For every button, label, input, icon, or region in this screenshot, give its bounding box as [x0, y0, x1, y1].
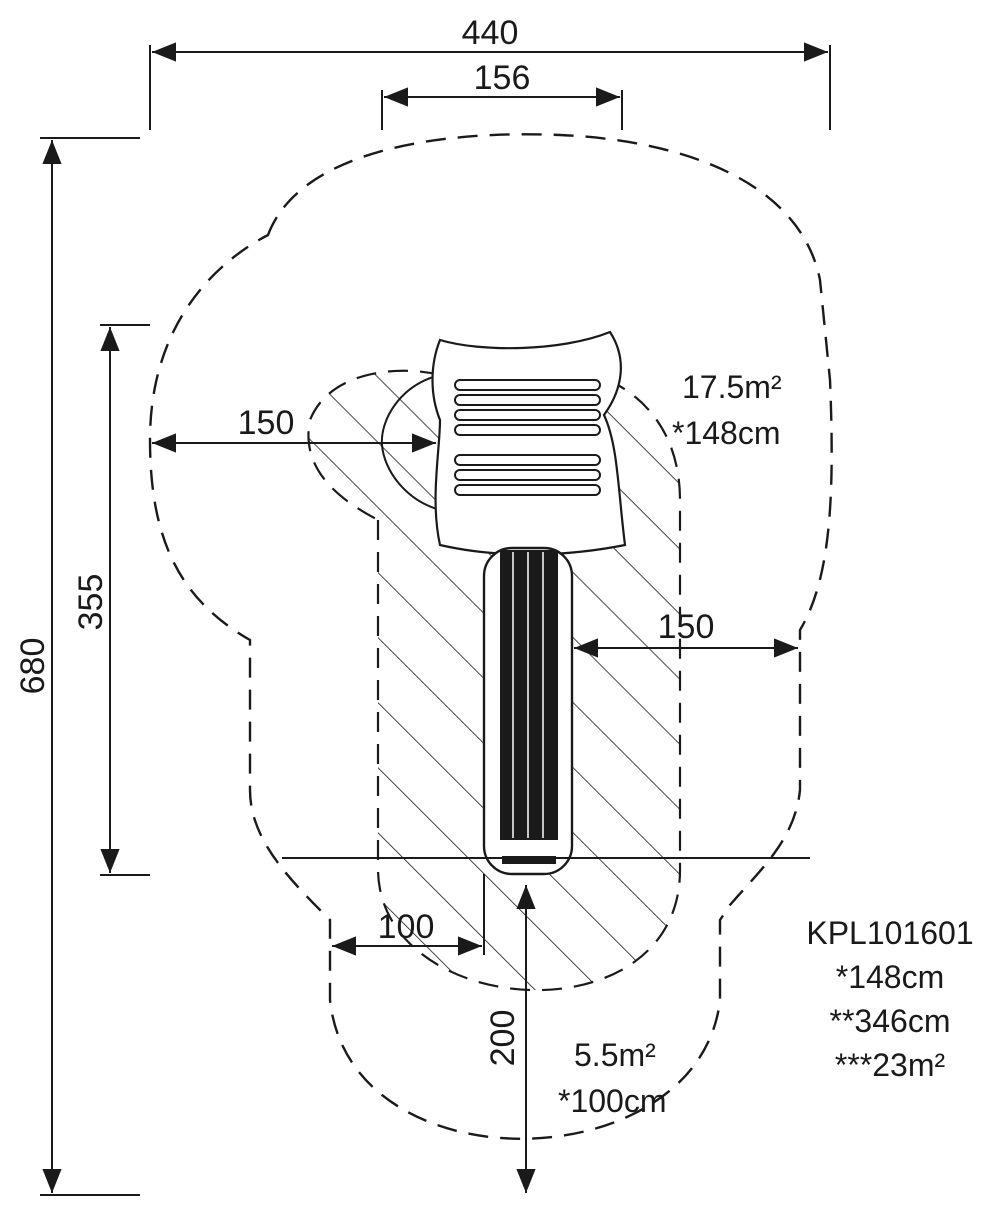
outer-safety-zone — [148, 133, 833, 1140]
dim-top-width — [381, 87, 623, 130]
upper-height-label: *148cm — [672, 415, 781, 451]
slide-chute — [482, 546, 574, 876]
platform-slats — [454, 379, 601, 496]
dim-top-width-label: 156 — [474, 59, 531, 97]
dim-overall-height — [40, 137, 140, 1196]
spec-model: KPL101601 — [806, 915, 973, 951]
lower-area-label: 5.5m² — [574, 1037, 656, 1073]
dim-overall-width — [149, 42, 831, 130]
dim-bottom-length-label: 200 — [484, 1010, 522, 1067]
dim-overall-height-label: 680 — [14, 638, 52, 695]
spec-line-1: *148cm — [836, 959, 945, 995]
dim-side-height — [100, 324, 150, 876]
dim-bottom-left — [332, 874, 485, 956]
spec-line-2: **346cm — [830, 1003, 951, 1039]
dim-bottom-left-label: 100 — [378, 908, 435, 946]
dim-side-height-label: 355 — [72, 574, 110, 631]
lower-height-label: *100cm — [558, 1083, 667, 1119]
dim-left-clearance-label: 150 — [238, 404, 295, 442]
dim-right-clearance-label: 150 — [658, 608, 715, 646]
upper-area-label: 17.5m² — [682, 369, 782, 405]
platform-head — [431, 330, 627, 556]
spec-line-3: ***23m² — [835, 1047, 946, 1083]
dim-overall-width-label: 440 — [462, 14, 519, 52]
